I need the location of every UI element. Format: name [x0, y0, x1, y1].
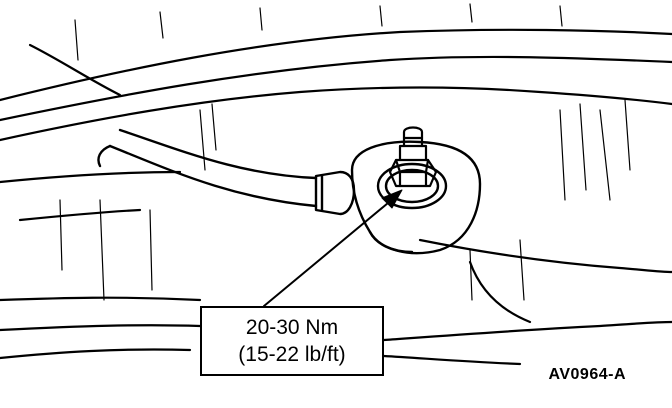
mounting-nut: [388, 158, 438, 188]
knock-sensor-body: [350, 140, 482, 255]
engine-block-lower-contour: [0, 170, 672, 366]
torque-spec-callout: 20-30 Nm (15-22 lb/ft): [200, 306, 384, 376]
torque-leader-arrow: [263, 189, 403, 307]
torque-imperial-value: (15-22 lb/ft): [238, 343, 346, 366]
figure-reference-id: AV0964-A: [548, 366, 626, 383]
mounting-stud: [398, 126, 428, 162]
casting-hatching: [59, 3, 631, 301]
engine-block-upper-contour: [0, 28, 672, 142]
torque-metric-value: 20-30 Nm: [245, 316, 339, 339]
